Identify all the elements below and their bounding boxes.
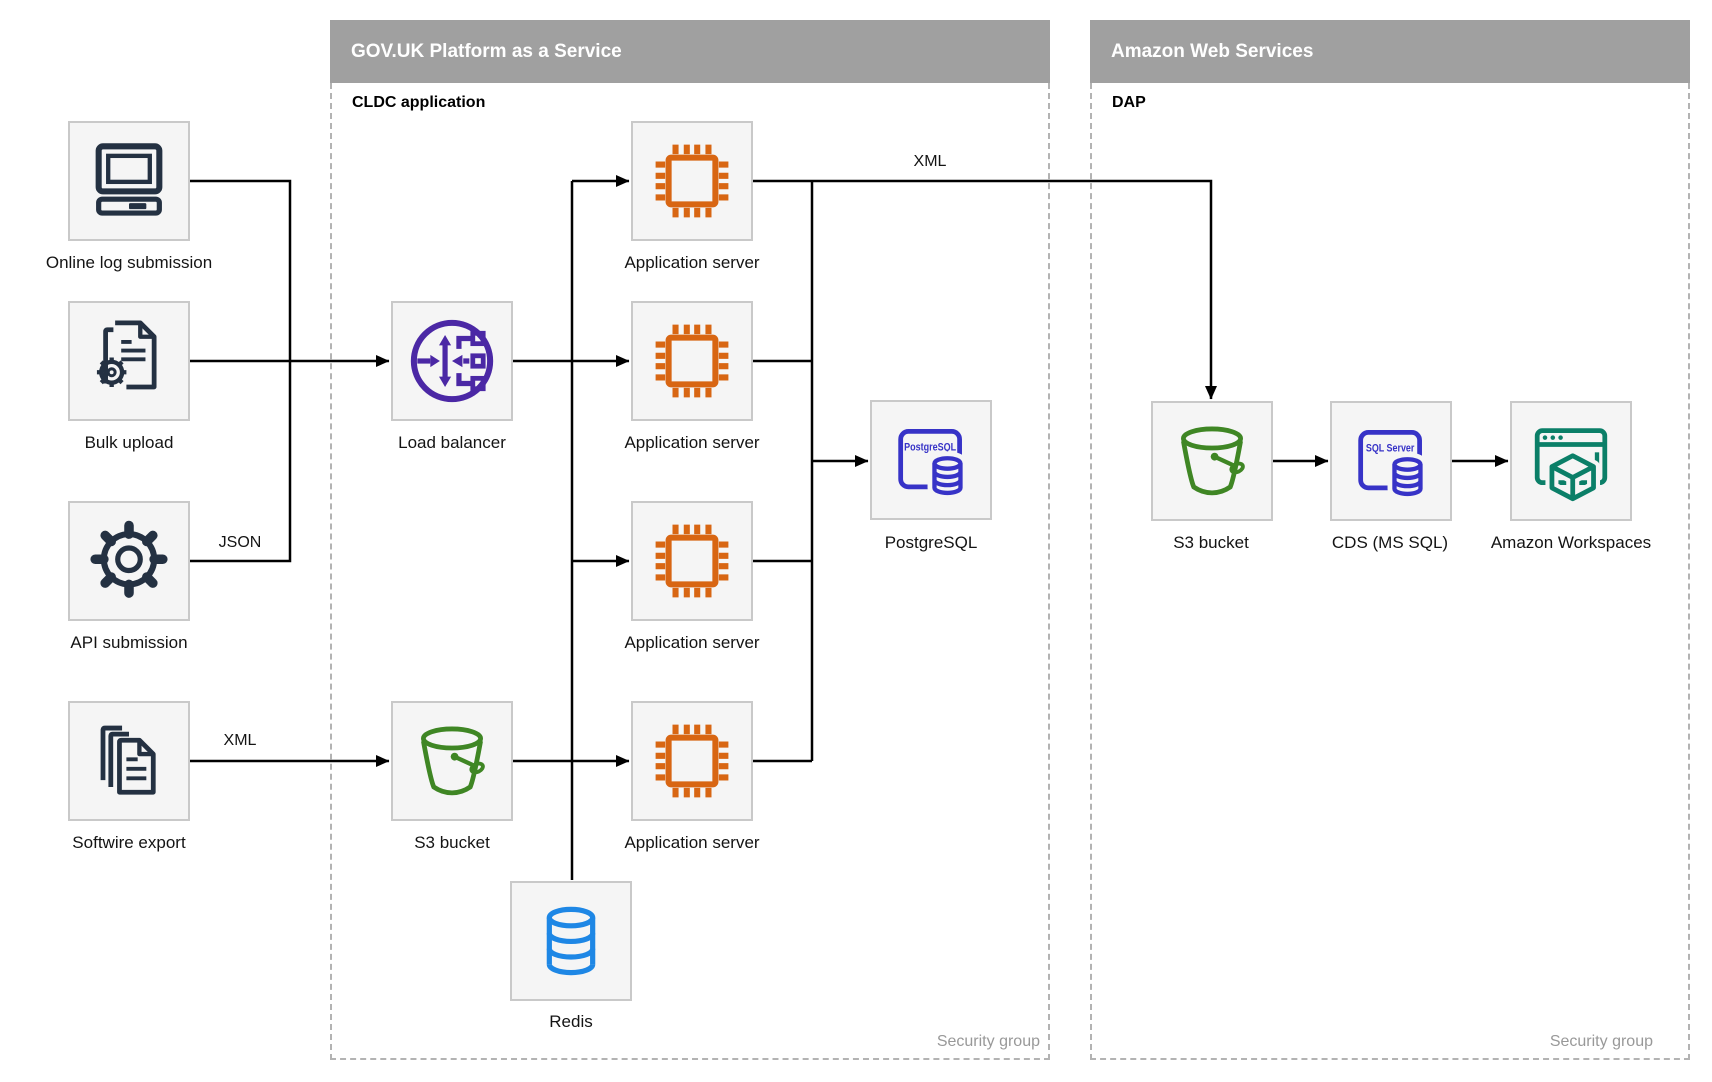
aws-title: Amazon Web Services	[1111, 40, 1314, 62]
paas-container	[330, 83, 1050, 1060]
aws-security-group-label: Security group	[1549, 1033, 1653, 1050]
node-app-server-4	[631, 701, 753, 821]
node-app-server-1	[631, 121, 753, 241]
sql-server-icon-text: SQL Server	[1366, 442, 1415, 454]
node-label: Application server	[624, 433, 760, 452]
load-balancer-icon	[410, 319, 494, 403]
chip-icon	[655, 324, 729, 398]
paas-header: GOV.UK Platform as a Service	[330, 20, 1050, 83]
node-label: Amazon Workspaces	[1490, 533, 1652, 552]
aws-zone-label: DAP	[1112, 94, 1146, 111]
paas-zone-label: CLDC application	[352, 94, 486, 111]
paas-title: GOV.UK Platform as a Service	[351, 40, 622, 62]
node-label: S3 bucket	[414, 833, 490, 852]
paas-security-group-label: Security group	[936, 1033, 1040, 1050]
sql-server-icon: SQL Server	[1358, 430, 1428, 501]
node-postgresql: PostgreSQL	[870, 400, 992, 520]
chip-icon	[655, 524, 729, 598]
node-label: Application server	[624, 633, 760, 652]
node-label: PostgreSQL	[884, 533, 978, 552]
node-label: Online log submission	[45, 253, 213, 272]
node-app-server-3	[631, 501, 753, 621]
postgresql-icon: PostgreSQL	[898, 429, 968, 500]
redis-database-icon	[546, 906, 596, 976]
node-label: Load balancer	[398, 433, 506, 452]
node-label: Softwire export	[72, 833, 186, 852]
node-label: Bulk upload	[84, 433, 174, 452]
s3-bucket-icon	[421, 726, 485, 796]
postgresql-icon-text: PostgreSQL	[904, 441, 956, 453]
s3-bucket-icon	[1181, 426, 1245, 496]
aws-container	[1090, 83, 1690, 1060]
node-label: S3 bucket	[1173, 533, 1249, 552]
edge-label-xml-to-aws: XML	[913, 153, 947, 170]
gear-icon	[90, 520, 168, 598]
node-load-balancer	[391, 301, 513, 421]
node-label: Application server	[624, 253, 760, 272]
node-label: CDS (MS SQL)	[1331, 533, 1449, 552]
node-amazon-workspaces	[1510, 401, 1632, 521]
node-s3-bucket-paas	[391, 701, 513, 821]
bulk-upload-icon	[96, 320, 157, 390]
documents-icon	[100, 725, 156, 795]
node-bulk-upload	[68, 301, 190, 421]
edge-label-json: JSON	[218, 534, 262, 551]
node-label: Application server	[624, 833, 760, 852]
node-app-server-2	[631, 301, 753, 421]
node-redis	[510, 881, 632, 1001]
workspaces-icon	[1534, 428, 1608, 506]
edge-label-xml-softwire: XML	[223, 732, 257, 749]
node-softwire-export	[68, 701, 190, 821]
node-cds-mssql: SQL Server	[1330, 401, 1452, 521]
chip-icon	[655, 144, 729, 218]
chip-icon	[655, 724, 729, 798]
node-label: API submission	[70, 633, 188, 652]
node-label: Redis	[549, 1012, 593, 1031]
node-api-submission	[68, 501, 190, 621]
aws-header: Amazon Web Services	[1090, 20, 1690, 83]
node-s3-bucket-aws	[1151, 401, 1273, 521]
node-online-log-submission	[68, 121, 190, 241]
computer-icon	[95, 143, 163, 216]
